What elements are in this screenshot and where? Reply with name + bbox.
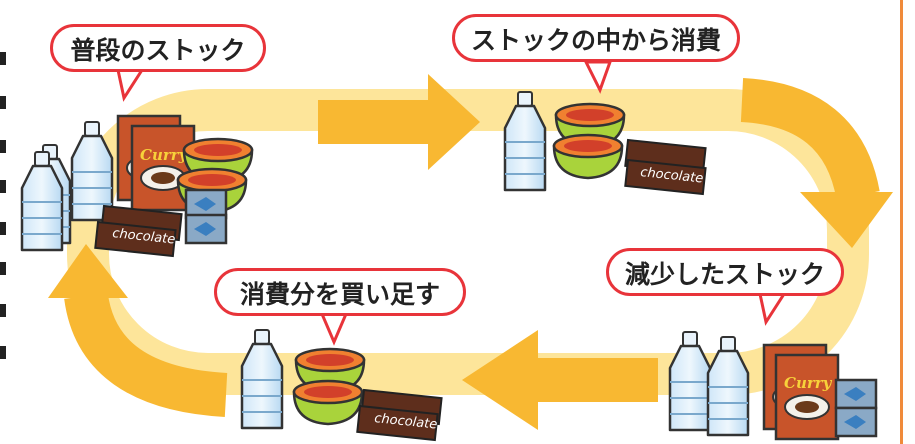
label-normal-stock: 普段のストック	[50, 24, 266, 72]
label-consume-from-stock: ストックの中から消費	[452, 14, 740, 62]
curry-box-label: Curry	[784, 374, 833, 392]
chocolate-label: chocolate	[640, 165, 704, 187]
arrow-curve-top-right	[740, 78, 893, 248]
arrow-right-top	[318, 74, 480, 170]
arrow-curve-bottom-left	[48, 244, 228, 417]
edge-dash	[0, 96, 6, 109]
edge-dash	[0, 180, 6, 193]
edge-dash	[0, 346, 6, 359]
edge-dash	[0, 52, 6, 65]
chocolate-label: chocolate	[112, 226, 176, 248]
edge-dash	[0, 304, 6, 317]
edge-dash	[0, 262, 6, 275]
chocolate-label: chocolate	[374, 411, 438, 433]
right-edge-border	[900, 0, 915, 444]
stock-pile-reduced: Curry	[668, 330, 878, 441]
stock-pile-full: Curry chocolate	[20, 114, 254, 258]
edge-dash	[0, 222, 6, 235]
curry-box-label: Curry	[140, 146, 189, 164]
stock-pile-consuming: chocolate	[503, 90, 707, 196]
stock-pile-refill: chocolate	[240, 328, 443, 442]
arrow-left-bottom	[462, 330, 658, 430]
edge-dash	[0, 140, 6, 153]
label-reduced-stock: 減少したストック	[606, 248, 844, 296]
bubble-tail	[583, 60, 613, 94]
label-buy-consumed: 消費分を買い足す	[214, 268, 466, 316]
